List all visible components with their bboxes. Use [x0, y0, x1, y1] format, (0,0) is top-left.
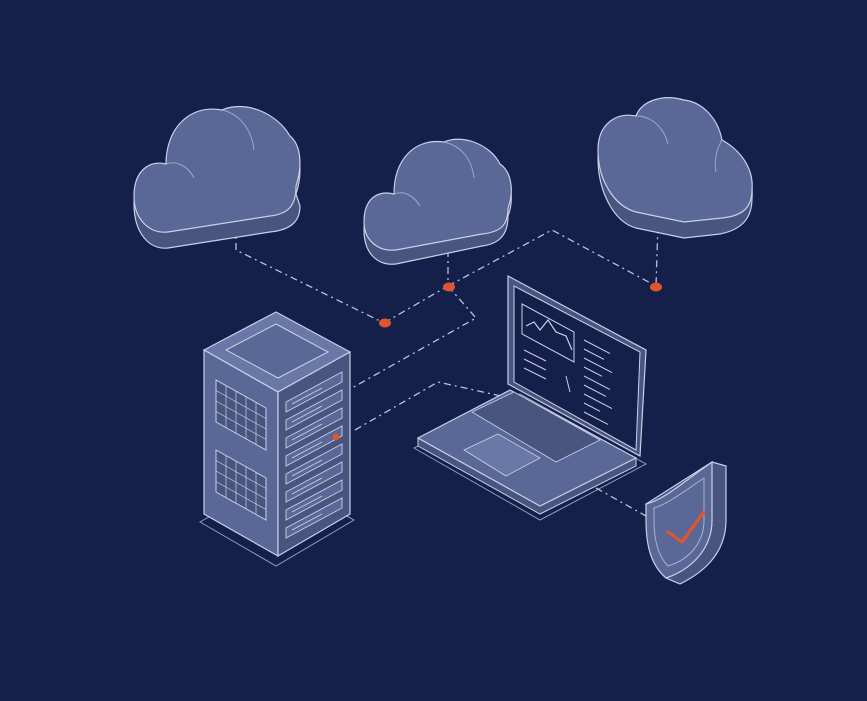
screen-text-line [583, 348, 605, 360]
vent-line [215, 400, 267, 430]
check-mark-icon [666, 510, 706, 544]
screen-text-line [583, 402, 601, 412]
screen-cursor [565, 375, 571, 393]
laptop-icon [412, 274, 648, 521]
screen-text-line [523, 358, 547, 371]
node-dot-center [443, 282, 455, 292]
server-slot-line [291, 459, 323, 477]
connector-to-shield [595, 487, 647, 517]
screen-text-line [523, 349, 547, 362]
screen-text-line [583, 357, 613, 374]
server-rack-icon [198, 311, 356, 567]
security-shield-icon [644, 460, 727, 585]
screen-text-line [583, 393, 613, 410]
connector-junction [383, 285, 449, 324]
vent-line [215, 481, 267, 510]
screen-text-line [583, 366, 603, 377]
vent-line [215, 460, 267, 489]
cloud-left-icon [133, 105, 301, 249]
screen-text-line [583, 375, 611, 390]
server-slot-line [291, 441, 323, 459]
screen-text-line [523, 367, 547, 380]
server-status-led [332, 433, 340, 441]
server-slot-line [291, 495, 323, 513]
server-slot-line [291, 423, 323, 441]
server-slot-line [291, 513, 323, 531]
screen-text-line [583, 339, 611, 354]
vent-line [215, 470, 267, 500]
connector-lines [235, 221, 659, 517]
connector-to-server-top [351, 285, 478, 389]
connector-left-cloud [235, 226, 385, 324]
screen-text-line [583, 411, 609, 425]
cloud-right-icon [597, 97, 753, 239]
server-slot-line [291, 405, 323, 423]
vent-line [215, 411, 267, 440]
node-dot-left [379, 318, 391, 328]
vent-line [215, 390, 267, 419]
server-slot-line [291, 477, 323, 495]
cloud-center-icon [363, 138, 512, 265]
server-slot-line [291, 387, 323, 405]
screen-text-line [583, 384, 607, 397]
node-dot-right [650, 282, 662, 292]
